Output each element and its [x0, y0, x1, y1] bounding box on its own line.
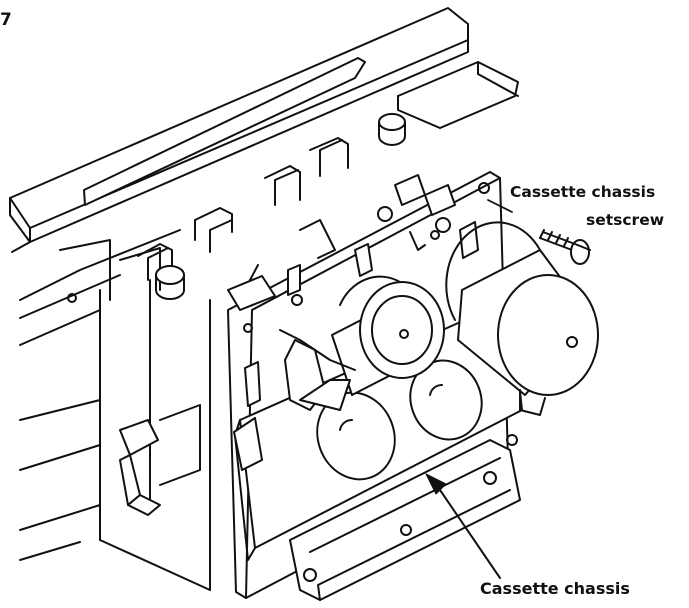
chassis-arrow: [425, 473, 501, 579]
mounting-posts: [67, 113, 406, 303]
left-frame: [19, 279, 211, 591]
top-rail: [397, 61, 519, 129]
setscrew-label-line2: setscrew: [586, 211, 665, 229]
capstan-motor: [445, 221, 599, 416]
setscrew-label-line1: Cassette chassis: [510, 183, 656, 201]
figure-number: 7: [0, 10, 12, 30]
housing-tabs: [137, 137, 349, 281]
setscrew-leader: [487, 199, 513, 213]
linkage-parts: [227, 174, 456, 471]
deck-housing: [9, 7, 469, 346]
bottom-bracket: [289, 439, 521, 601]
setscrew-icon: [539, 229, 591, 265]
chassis-label: Cassette chassis: [480, 579, 630, 598]
reel-motor: [331, 275, 445, 396]
